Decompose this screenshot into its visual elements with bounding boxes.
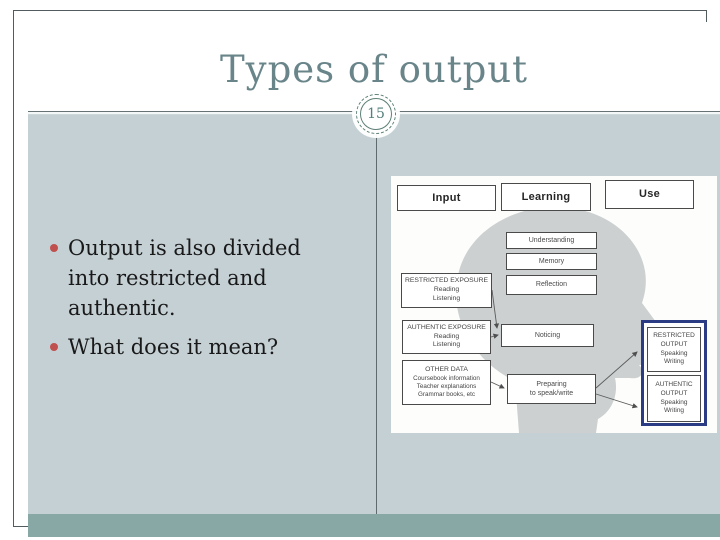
bullet-text: What does it mean? bbox=[68, 335, 279, 359]
footer-band bbox=[28, 514, 720, 537]
bullet-icon bbox=[50, 343, 58, 351]
slide-frame: Types of output 15 Output is also divide… bbox=[13, 10, 720, 537]
box-line: Listening bbox=[432, 341, 461, 349]
box-memory: Memory bbox=[506, 253, 597, 270]
page-title: Types of output bbox=[219, 48, 528, 91]
box-restricted-output: RESTRICTED OUTPUT Speaking Writing bbox=[647, 327, 701, 372]
box-noticing: Noticing bbox=[501, 324, 594, 347]
box-title: RESTRICTED OUTPUT bbox=[653, 331, 695, 348]
column-header-input: Input bbox=[397, 185, 496, 211]
box-line: Listening bbox=[432, 294, 461, 302]
box-title: OTHER DATA bbox=[425, 365, 468, 373]
column-divider bbox=[376, 133, 377, 514]
bullet-list: Output is also divided into restricted a… bbox=[50, 233, 350, 371]
box-preparing: Preparing to speak/write bbox=[507, 374, 596, 404]
column-header-learning: Learning bbox=[501, 183, 591, 211]
list-item: What does it mean? bbox=[50, 332, 350, 362]
output-group-container: RESTRICTED OUTPUT Speaking Writing AUTHE… bbox=[641, 320, 707, 426]
bullet-text: Output is also divided into restricted a… bbox=[68, 236, 301, 320]
box-reflection: Reflection bbox=[506, 275, 597, 295]
box-restricted-exposure: RESTRICTED EXPOSURE Reading Listening bbox=[401, 273, 492, 308]
box-preparing-line1: Preparing bbox=[536, 380, 567, 388]
box-line: Writing bbox=[663, 407, 685, 415]
box-line: Writing bbox=[663, 358, 685, 366]
diagram-image: Input Learning Use Understanding Memory … bbox=[391, 176, 717, 433]
box-line: Speaking bbox=[660, 398, 688, 406]
box-authentic-output: AUTHENTIC OUTPUT Speaking Writing bbox=[647, 375, 701, 422]
box-line: Reading bbox=[433, 286, 460, 294]
box-understanding: Understanding bbox=[506, 232, 597, 249]
list-item: Output is also divided into restricted a… bbox=[50, 233, 350, 323]
box-preparing-line2: to speak/write bbox=[529, 390, 574, 397]
box-line: Speaking bbox=[660, 349, 688, 357]
box-authentic-exposure: AUTHENTIC EXPOSURE Reading Listening bbox=[402, 320, 491, 354]
box-title: AUTHENTIC EXPOSURE bbox=[407, 323, 486, 331]
box-line: Reading bbox=[433, 332, 460, 340]
box-line: Grammar books, etc bbox=[417, 391, 476, 398]
page-number: 15 bbox=[360, 98, 392, 130]
page-number-badge: 15 bbox=[356, 94, 396, 134]
box-line: Teacher explanations bbox=[416, 382, 477, 390]
column-header-use: Use bbox=[605, 180, 694, 209]
box-title: AUTHENTIC OUTPUT bbox=[655, 380, 693, 397]
box-line: Coursebook information bbox=[413, 374, 480, 382]
connector-arrows bbox=[490, 289, 638, 409]
bullet-icon bbox=[50, 244, 58, 252]
box-other-data: OTHER DATA Coursebook information Teache… bbox=[402, 360, 491, 405]
box-title: RESTRICTED EXPOSURE bbox=[404, 277, 489, 285]
